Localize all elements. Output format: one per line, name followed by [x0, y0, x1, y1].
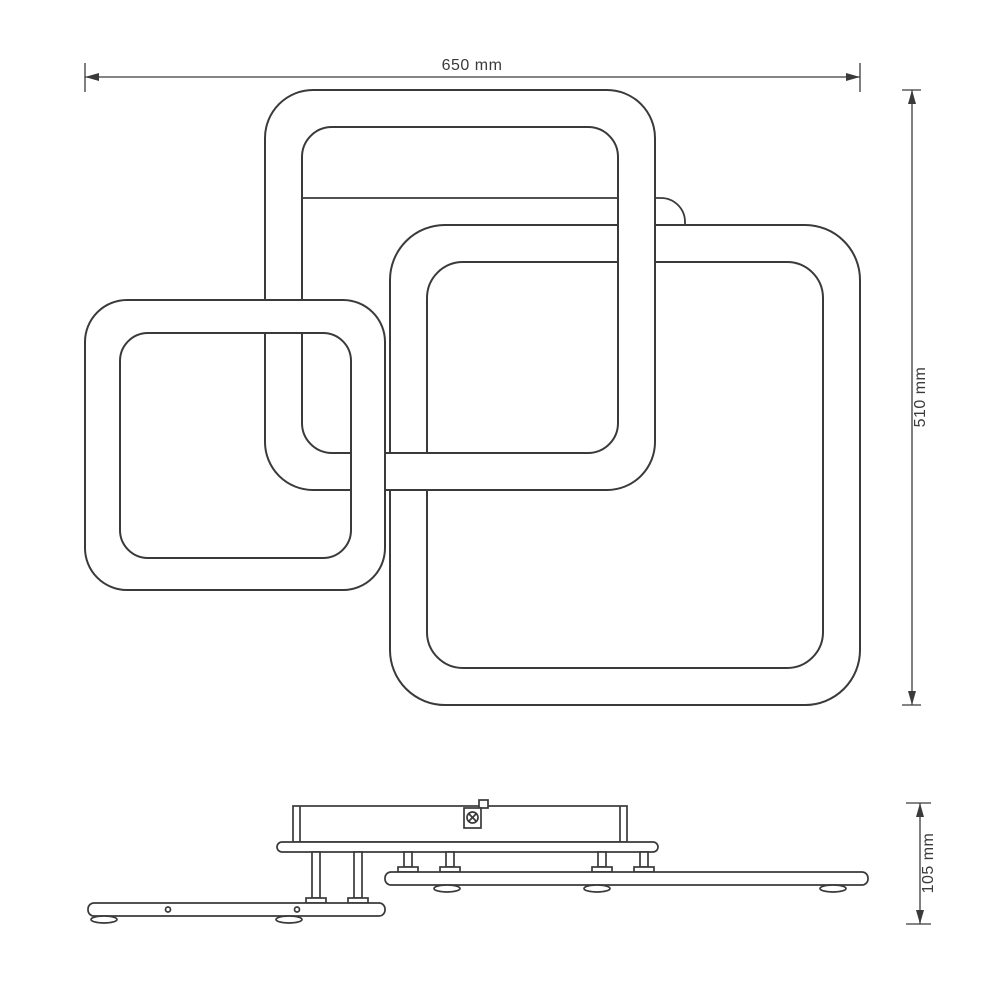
height-dimension-label: 510 mm	[912, 367, 929, 428]
spacer-foot	[90, 915, 118, 924]
depth-dimension-label: 105 mm	[920, 833, 937, 894]
connector-tab	[478, 799, 489, 809]
standoff-column	[403, 851, 413, 868]
frame-large-profile	[384, 871, 869, 886]
arrow-left-icon	[85, 73, 99, 81]
lamp-side-view	[87, 799, 869, 924]
standoff-column	[597, 851, 607, 868]
screw-dot	[293, 906, 301, 913]
frame-medium-profile	[276, 841, 659, 853]
standoff-column	[639, 851, 649, 868]
lamp-top-view	[84, 89, 861, 706]
screw-dot	[164, 906, 172, 913]
standoff-column	[445, 851, 455, 868]
drawing-ink	[84, 63, 931, 925]
standoff-column	[311, 851, 321, 899]
arrow-up-icon	[908, 90, 916, 104]
frame-large-ring	[389, 224, 861, 706]
arrow-up-icon	[916, 803, 924, 817]
canopy-box	[292, 805, 628, 843]
dimension-labels: 650 mm 510 mm 105 mm	[85, 57, 937, 924]
frame-medium-ring	[264, 89, 656, 491]
arrow-right-icon	[846, 73, 860, 81]
arrow-down-icon	[908, 691, 916, 705]
spacer-foot	[819, 884, 847, 893]
canopy-plate-outline	[303, 197, 686, 254]
frame-small-profile	[87, 902, 386, 917]
standoff-column	[353, 851, 363, 899]
screw-slot	[468, 813, 477, 822]
spacer-foot	[275, 915, 303, 924]
spacer-foot	[583, 884, 611, 893]
dimension-lines	[84, 63, 931, 925]
spacer-foot	[433, 884, 461, 893]
frame-small-ring	[84, 299, 386, 591]
arrow-down-icon	[916, 910, 924, 924]
width-dimension-label: 650 mm	[442, 57, 503, 74]
